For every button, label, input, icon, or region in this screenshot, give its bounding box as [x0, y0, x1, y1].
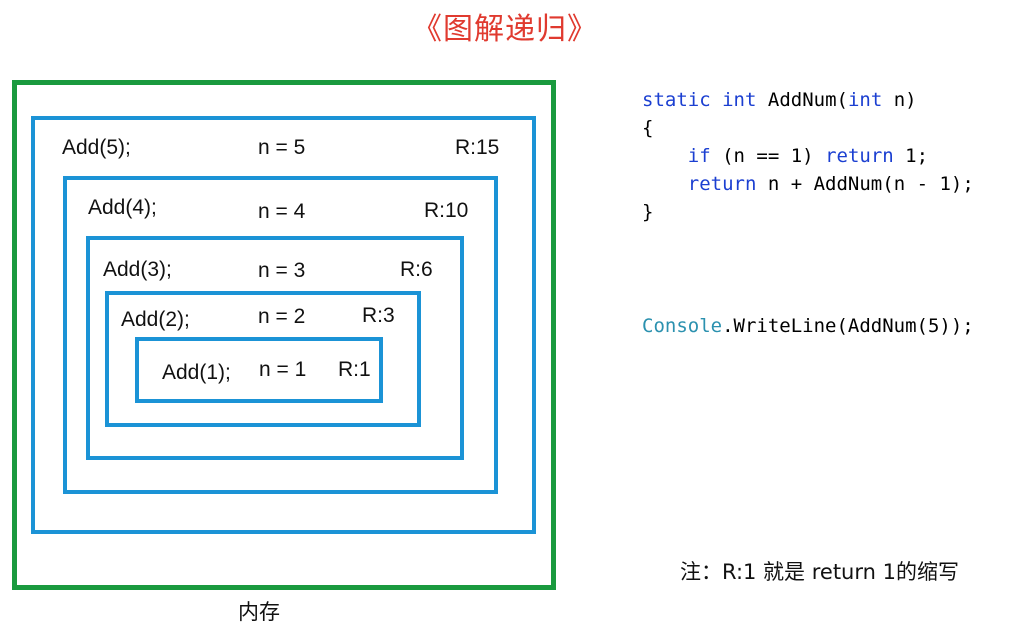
code-text: {	[642, 117, 654, 139]
code-text: 1;	[905, 145, 929, 167]
stack-frame-5	[31, 116, 536, 534]
code-keyword: return	[825, 145, 894, 167]
page-title: 《图解递归》	[412, 12, 598, 47]
frame-2-result: R:3	[362, 304, 395, 327]
stack-frame-3	[86, 236, 464, 460]
frame-4-n: n = 4	[258, 200, 306, 223]
code-text: }	[642, 201, 654, 223]
frame-3-n: n = 3	[258, 259, 306, 282]
frame-5-n: n = 5	[258, 136, 306, 159]
frame-3-call: Add(3);	[103, 258, 172, 281]
code-keyword: static	[642, 89, 711, 111]
code-keyword: int	[722, 89, 757, 111]
frame-2-n: n = 2	[258, 305, 306, 328]
code-block: static int AddNum(int n) { if (n == 1) r…	[642, 86, 974, 226]
code-keyword: int	[847, 89, 883, 111]
code-keyword: if	[687, 145, 711, 167]
frame-4-result: R:10	[424, 199, 469, 222]
memory-region	[12, 80, 556, 590]
code-type: Console	[642, 315, 723, 337]
code-text: AddNum(	[767, 89, 848, 111]
code-text: n)	[893, 89, 917, 111]
stack-frame-2	[105, 291, 421, 427]
frame-2-call: Add(2);	[121, 308, 190, 331]
code-text: .WriteLine(AddNum(5));	[722, 315, 974, 337]
memory-label: 内存	[238, 600, 280, 624]
code-text: n + AddNum(n - 1);	[767, 173, 974, 195]
frame-1-result: R:1	[338, 358, 371, 381]
frame-3-result: R:6	[400, 258, 433, 281]
frame-1-n: n = 1	[259, 358, 307, 381]
frame-5-result: R:15	[455, 136, 500, 159]
code-call-line: Console.WriteLine(AddNum(5));	[642, 312, 974, 340]
code-text: (n == 1)	[722, 145, 814, 167]
frame-4-call: Add(4);	[88, 196, 157, 219]
stack-frame-1	[135, 337, 383, 403]
frame-5-call: Add(5);	[62, 136, 131, 159]
stack-frame-4	[63, 176, 498, 494]
footnote: 注：R:1 就是 return 1的缩写	[680, 560, 959, 584]
frame-1-call: Add(1);	[162, 361, 231, 384]
code-keyword: return	[687, 173, 757, 195]
